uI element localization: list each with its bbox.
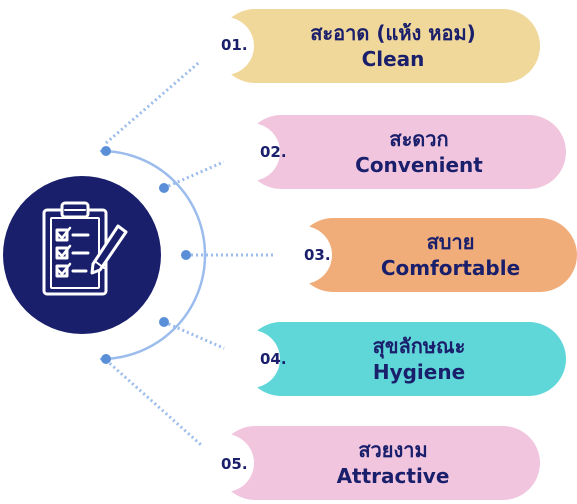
item-04-number: 04. [260,350,287,368]
item-02-english: Convenient [355,153,483,177]
center-circle [3,176,161,334]
item-05-english: Attractive [336,464,450,488]
connector-dot-04 [159,317,169,327]
connector-line-05 [105,358,219,462]
item-02-number: 02. [260,143,287,161]
item-01-notch [196,17,254,75]
item-01-thai: สะอาด (แห้ง หอม) [310,21,476,45]
item-04-notch [222,330,280,388]
item-02-thai: สะดวก [389,127,449,151]
clipboard-checklist-icon [42,201,128,296]
item-04-pill: 04. สุขลักษณะ Hygiene [222,322,566,396]
connector-dot-05 [101,354,111,364]
item-04-english: Hygiene [372,360,466,384]
item-01-number: 01. [221,36,248,54]
connector-arc [99,149,207,361]
connector-dot-02 [159,183,169,193]
item-01-english: Clean [361,47,425,71]
item-03-english: Comfortable [380,256,521,280]
connector-dot-03 [181,250,191,260]
item-03-thai: สบาย [426,230,475,254]
item-03-notch [274,226,332,284]
item-05-thai: สวยงาม [358,438,428,462]
item-01-pill: 01. สะอาด (แห้ง หอม) Clean [196,9,540,83]
item-04-thai: สุขลักษณะ [372,334,466,358]
item-02-notch [222,123,280,181]
connector-dot-01 [101,146,111,156]
item-05-number: 05. [221,455,248,473]
item-03-number: 03. [304,246,331,264]
item-02-pill: 02. สะดวก Convenient [222,115,566,189]
item-05-notch [196,434,254,492]
item-05-pill: 05. สวยงาม Attractive [196,426,540,500]
item-03-pill: 03. สบาย Comfortable [274,218,577,292]
